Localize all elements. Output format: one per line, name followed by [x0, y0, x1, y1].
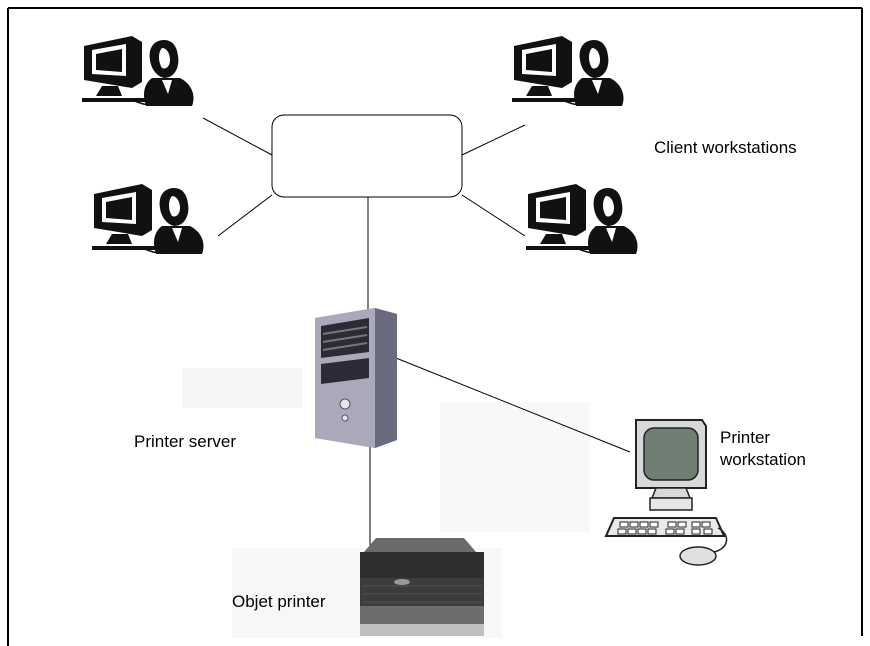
client-workstations-label: Client workstations	[654, 138, 797, 157]
client-workstation-top-right	[511, 35, 625, 107]
client-workstation-bottom-right	[525, 183, 639, 255]
objet-printer-label: Objet printer	[232, 592, 326, 611]
printer-workstation-computer	[605, 419, 728, 566]
client-workstation-top-left	[81, 35, 195, 107]
client-workstation-bottom-left	[91, 183, 205, 255]
printer-workstation-label-line2: workstation	[720, 450, 806, 469]
printer-server-tower	[314, 307, 398, 449]
objet-printer-device	[359, 537, 485, 637]
printer-workstation-label-line1: Printer	[720, 428, 771, 447]
printer-server-label: Printer server	[134, 432, 237, 451]
network-hub	[271, 114, 463, 198]
connection-lines	[202, 117, 631, 545]
